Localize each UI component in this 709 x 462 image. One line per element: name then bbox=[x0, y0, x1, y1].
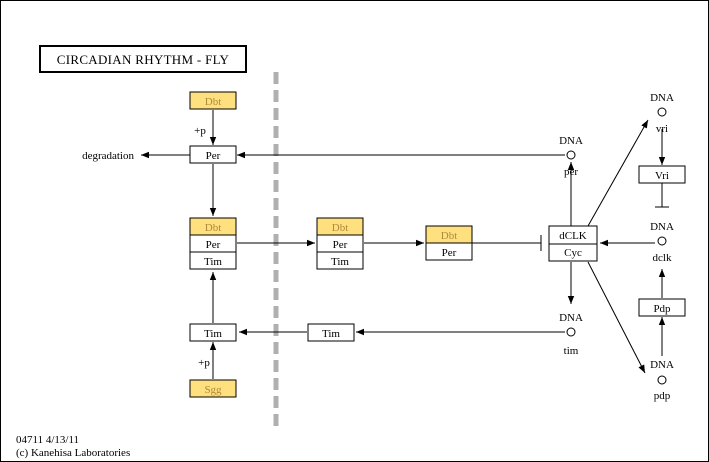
svg-text:Pdp: Pdp bbox=[653, 303, 671, 315]
edge-dclk-to-dna-pdp bbox=[587, 261, 646, 374]
gene-dbt-top[interactable]: Dbt bbox=[189, 91, 237, 110]
svg-text:DNA: DNA bbox=[650, 221, 674, 233]
svg-text:per: per bbox=[564, 166, 578, 178]
title-box: CIRCADIAN RHYTHM - FLY bbox=[39, 45, 247, 73]
gene-pdp[interactable]: Pdp bbox=[638, 298, 686, 317]
phosphorylation-label-bottom: +p bbox=[198, 357, 210, 369]
complex-dbt-per[interactable]: Dbt Per bbox=[425, 225, 473, 261]
footer-id-date: 04711 4/13/11 bbox=[16, 434, 79, 446]
edge-dclk-to-dna-vri bbox=[587, 119, 649, 227]
footer-copyright: (c) Kanehisa Laboratories bbox=[16, 447, 130, 459]
gene-tim-bottom[interactable]: Tim bbox=[189, 323, 237, 342]
complex-dbt-per-tim-cyto[interactable]: Dbt Per Tim bbox=[189, 217, 237, 270]
dna-pdp[interactable]: DNA pdp bbox=[650, 359, 674, 402]
complex-dclk-cyc[interactable]: dCLK Cyc bbox=[548, 225, 598, 262]
phosphorylation-label-top: +p bbox=[194, 125, 206, 137]
svg-text:Tim: Tim bbox=[204, 256, 222, 268]
svg-text:dclk: dclk bbox=[653, 252, 672, 264]
svg-text:vri: vri bbox=[656, 123, 668, 135]
dna-per[interactable]: DNA per bbox=[559, 135, 583, 178]
svg-text:DNA: DNA bbox=[650, 359, 674, 371]
svg-text:Per: Per bbox=[333, 239, 348, 251]
svg-text:Vri: Vri bbox=[655, 170, 669, 182]
svg-text:pdp: pdp bbox=[654, 390, 671, 402]
svg-text:Tim: Tim bbox=[204, 328, 222, 340]
dna-dclk[interactable]: DNA dclk bbox=[650, 221, 674, 264]
svg-text:Dbt: Dbt bbox=[441, 230, 458, 242]
gene-per-top[interactable]: Per bbox=[189, 145, 237, 164]
svg-text:Per: Per bbox=[206, 239, 221, 251]
svg-text:DNA: DNA bbox=[559, 135, 583, 147]
svg-text:Dbt: Dbt bbox=[205, 222, 222, 234]
svg-text:Cyc: Cyc bbox=[564, 247, 582, 259]
svg-text:Tim: Tim bbox=[331, 256, 349, 268]
gene-vri[interactable]: Vri bbox=[638, 165, 686, 184]
dna-vri[interactable]: DNA vri bbox=[650, 92, 674, 135]
complex-dbt-per-tim-nuc[interactable]: Dbt Per Tim bbox=[316, 217, 364, 270]
pathway-title: CIRCADIAN RHYTHM - FLY bbox=[57, 52, 230, 67]
svg-text:Per: Per bbox=[442, 247, 457, 259]
gene-tim-right[interactable]: Tim bbox=[307, 323, 355, 342]
svg-text:tim: tim bbox=[564, 345, 579, 357]
svg-text:Dbt: Dbt bbox=[205, 96, 222, 108]
svg-text:Sgg: Sgg bbox=[204, 384, 222, 396]
dna-tim[interactable]: DNA tim bbox=[559, 312, 583, 357]
degradation-label: degradation bbox=[82, 150, 134, 162]
svg-text:Dbt: Dbt bbox=[332, 222, 349, 234]
svg-text:Tim: Tim bbox=[322, 328, 340, 340]
svg-text:DNA: DNA bbox=[650, 92, 674, 104]
svg-text:dCLK: dCLK bbox=[559, 230, 587, 242]
gene-sgg[interactable]: Sgg bbox=[189, 379, 237, 398]
svg-text:DNA: DNA bbox=[559, 312, 583, 324]
svg-text:Per: Per bbox=[206, 150, 221, 162]
